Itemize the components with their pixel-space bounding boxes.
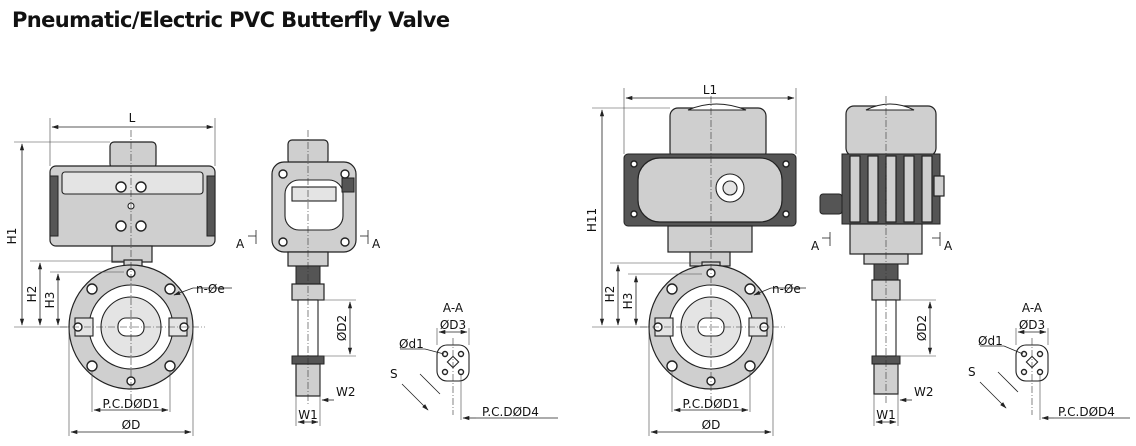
- label-s-electric: S: [968, 365, 976, 379]
- label-H3-electric: H3: [621, 293, 635, 310]
- label-n-oe-electric: n-Øe: [772, 282, 801, 296]
- label-od1-electric: Ød1: [978, 334, 1003, 348]
- pneumatic-front-view: L H1 H2 H3 n-Øe P.C.DØD1 ØD: [5, 111, 232, 436]
- label-od1: Ød1: [399, 337, 424, 351]
- label-section-a-left: A: [236, 237, 245, 251]
- label-H2-electric: H2: [603, 286, 617, 303]
- label-pcd-d1: P.C.DØD1: [103, 397, 160, 411]
- pneumatic-section-aa: A-A ØD3 Ød1 S P.C.DØD4: [390, 301, 558, 421]
- label-H1: H1: [5, 228, 19, 245]
- label-od: ØD: [122, 418, 141, 432]
- label-pcd-d4-electric: P.C.DØD4: [1058, 405, 1115, 419]
- label-section-title-electric: A-A: [1022, 301, 1043, 315]
- label-L: L: [129, 111, 136, 125]
- label-section-a-right-electric: A: [944, 239, 953, 253]
- label-section-title: A-A: [443, 301, 464, 315]
- label-w2-electric: W2: [914, 385, 934, 399]
- label-od3: ØD3: [440, 318, 466, 332]
- label-od2-electric: ØD2: [915, 315, 929, 341]
- electric-actuator: [623, 103, 797, 267]
- pneumatic-actuator: [49, 141, 216, 263]
- label-H11: H11: [585, 208, 599, 232]
- label-od-electric: ØD: [702, 418, 721, 432]
- label-H2: H2: [25, 286, 39, 303]
- pneumatic-side-view: A A ØD2 W2 W1: [236, 130, 381, 426]
- electric-section-aa: A-A ØD3 Ød1 S P.C.DØD4: [968, 301, 1130, 421]
- label-w2: W2: [336, 385, 356, 399]
- label-H3: H3: [43, 292, 57, 309]
- label-pcd-d4: P.C.DØD4: [482, 405, 539, 419]
- label-od2: ØD2: [335, 315, 349, 341]
- electric-front-view: L1 H11 H2 H3 n-Øe P.C.DØD1 ØD: [585, 83, 806, 436]
- label-w1: W1: [298, 408, 318, 422]
- label-L1: L1: [703, 83, 717, 97]
- label-section-a-left-electric: A: [811, 239, 820, 253]
- label-od3-electric: ØD3: [1019, 318, 1045, 332]
- label-n-oe: n-Øe: [196, 282, 225, 296]
- label-s: S: [390, 367, 398, 381]
- label-pcd-d1-electric: P.C.DØD1: [683, 397, 740, 411]
- electric-side-view: A A ØD2 W2 W1: [811, 96, 953, 426]
- page-title: Pneumatic/Electric PVC Butterfly Valve: [12, 8, 450, 32]
- label-w1-electric: W1: [876, 408, 896, 422]
- label-section-a-right: A: [372, 237, 381, 251]
